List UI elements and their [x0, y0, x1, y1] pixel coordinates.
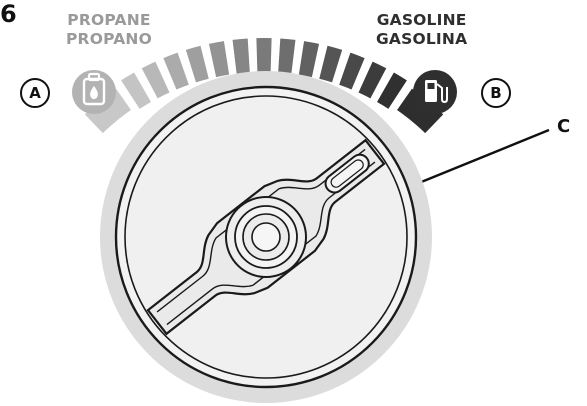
- propane-label-en: PROPANE: [67, 11, 151, 29]
- gasoline-label-es: GASOLINA: [376, 30, 468, 49]
- arc-segment: [141, 61, 170, 99]
- arc-tail: [84, 88, 131, 134]
- propane-label: PROPANE PROPANO: [66, 11, 152, 50]
- callout-leader-line: [408, 128, 550, 189]
- selector-arc: [84, 38, 444, 134]
- propane-tank-icon: [72, 70, 116, 114]
- arc-segment: [319, 45, 343, 83]
- marker-a: A: [20, 78, 50, 108]
- fuel-selector-knob: [100, 71, 432, 403]
- propane-label-es: PROPANO: [66, 30, 152, 49]
- arc-segment: [278, 38, 296, 74]
- arc-segment: [377, 72, 407, 109]
- arc-tail: [397, 88, 444, 134]
- figure-number: 6: [0, 0, 17, 28]
- arc-segment: [121, 72, 151, 109]
- arc-segment: [185, 45, 209, 83]
- arc-segment: [256, 38, 272, 73]
- fuel-pump-icon: [413, 70, 457, 114]
- gasoline-label: GASOLINE GASOLINA: [376, 11, 467, 50]
- arc-segment: [232, 38, 250, 74]
- arc-segment: [163, 52, 189, 90]
- gasoline-label-en: GASOLINE: [376, 11, 467, 29]
- arc-segment: [339, 52, 365, 90]
- arc-segment: [358, 61, 387, 99]
- arc-segment: [298, 41, 320, 78]
- callout-c-label: C: [557, 116, 571, 137]
- marker-b: B: [481, 78, 511, 108]
- arc-segment: [208, 41, 230, 78]
